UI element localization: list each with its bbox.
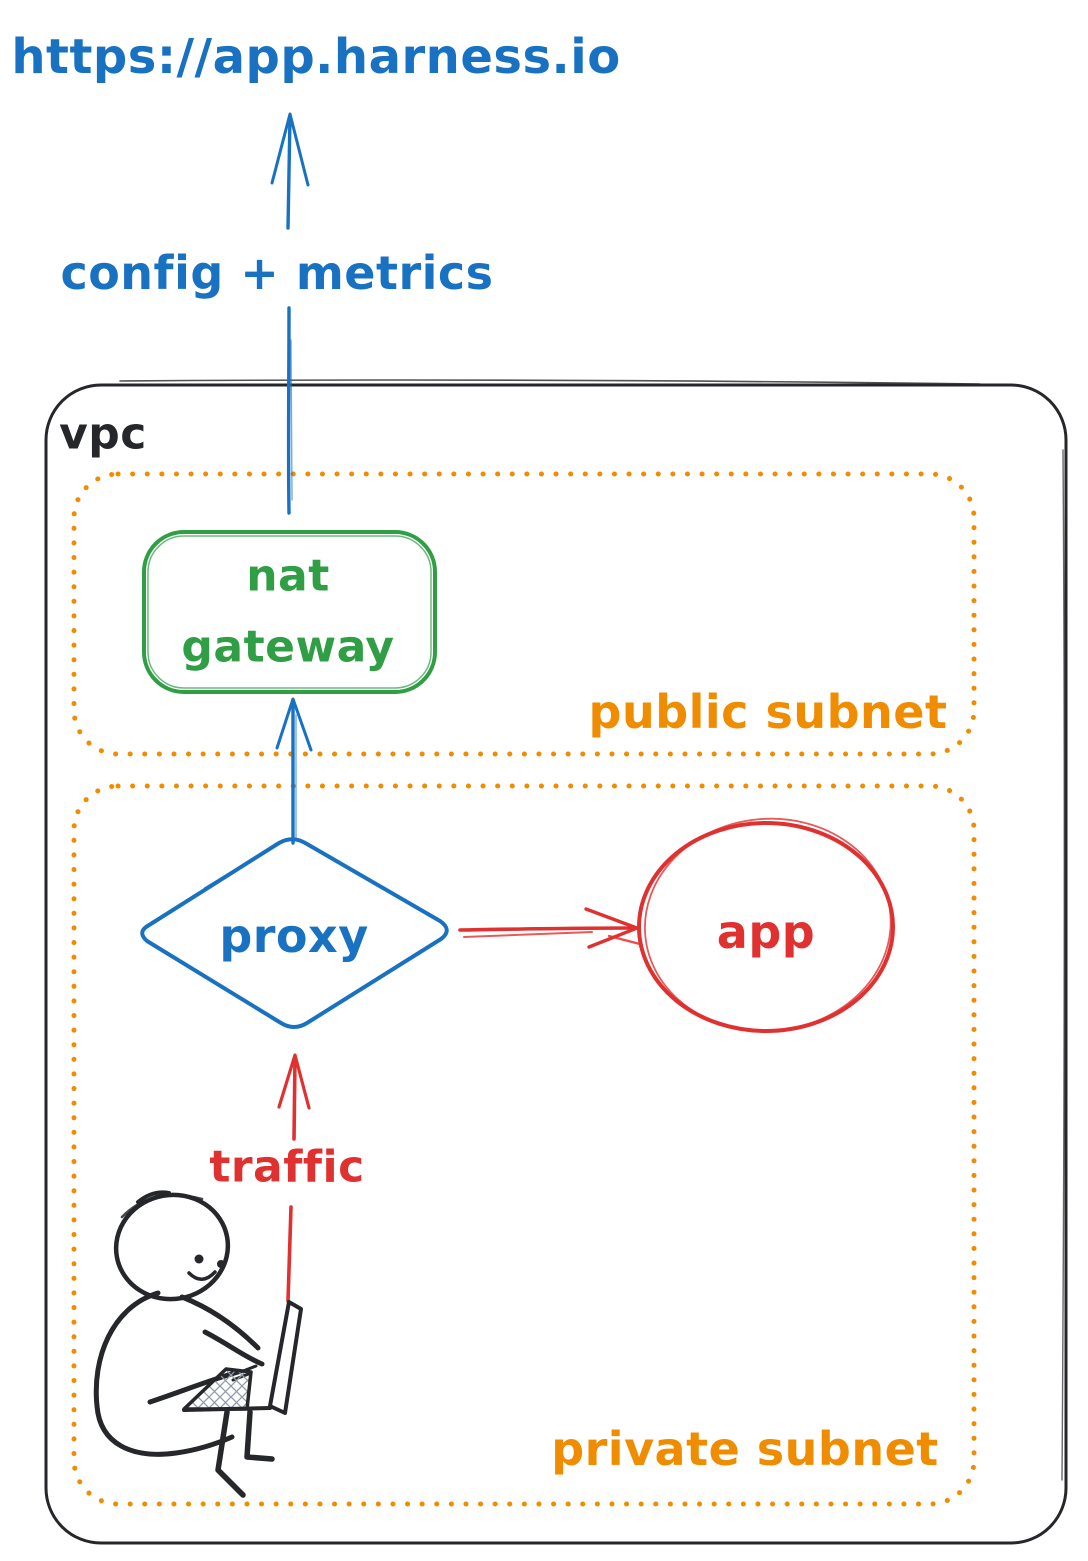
- vpc-container: [44, 379, 1068, 1545]
- app-node: [637, 817, 895, 1033]
- proxy-to-nat-arrow: [275, 697, 313, 845]
- nat-gateway-node: [142, 530, 437, 694]
- public-subnet-container: [71, 471, 977, 757]
- proxy-to-app-arrow: [458, 907, 642, 949]
- traffic-label: traffic: [209, 1141, 365, 1193]
- proxy-label: proxy: [219, 909, 369, 963]
- harness-url-label: https://app.harness.io: [11, 29, 621, 85]
- private-subnet-label: private subnet: [551, 1422, 939, 1476]
- public-subnet-label: public subnet: [588, 685, 948, 739]
- nat-gateway-label: nat gateway: [181, 550, 395, 673]
- vpc-label: vpc: [59, 408, 147, 460]
- config-metrics-arrow: [270, 112, 310, 515]
- proxy-node: [140, 837, 449, 1029]
- private-subnet-container: [71, 783, 977, 1507]
- traffic-arrow: [277, 1053, 311, 1303]
- person-with-laptop-icon: [93, 1190, 303, 1498]
- app-label: app: [716, 905, 816, 959]
- config-metrics-label: config + metrics: [60, 246, 494, 300]
